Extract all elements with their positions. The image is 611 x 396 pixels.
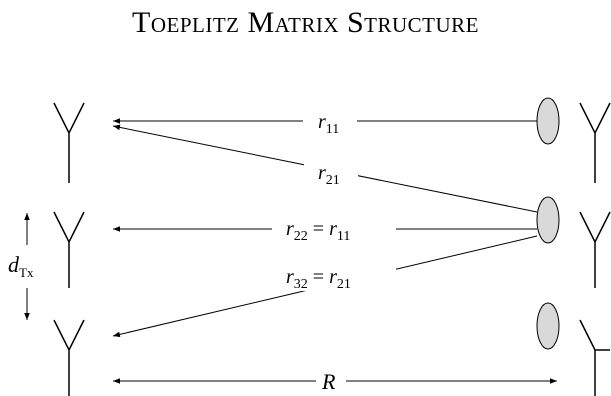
label-dtx: dTx [8, 252, 34, 280]
rx-antenna-2 [579, 211, 611, 288]
scatterer-2 [536, 196, 560, 244]
tx-antenna-2 [53, 211, 85, 288]
rx-antenna-3 [579, 319, 610, 396]
label-r21: r21 [318, 162, 340, 188]
tx-antenna-1 [53, 102, 85, 183]
label-R: R [321, 369, 336, 394]
tx-antenna-3 [53, 319, 85, 396]
scatterer-3 [536, 302, 560, 350]
diagram-title: Toeplitz Matrix Structure [132, 6, 479, 39]
label-r22-eq-r11: r22 = r11 [286, 218, 350, 244]
scatterer-1 [536, 97, 560, 145]
label-r11: r11 [318, 111, 339, 137]
rx-antenna-1 [579, 102, 611, 183]
label-r32-eq-r21: r32 = r21 [286, 266, 351, 292]
